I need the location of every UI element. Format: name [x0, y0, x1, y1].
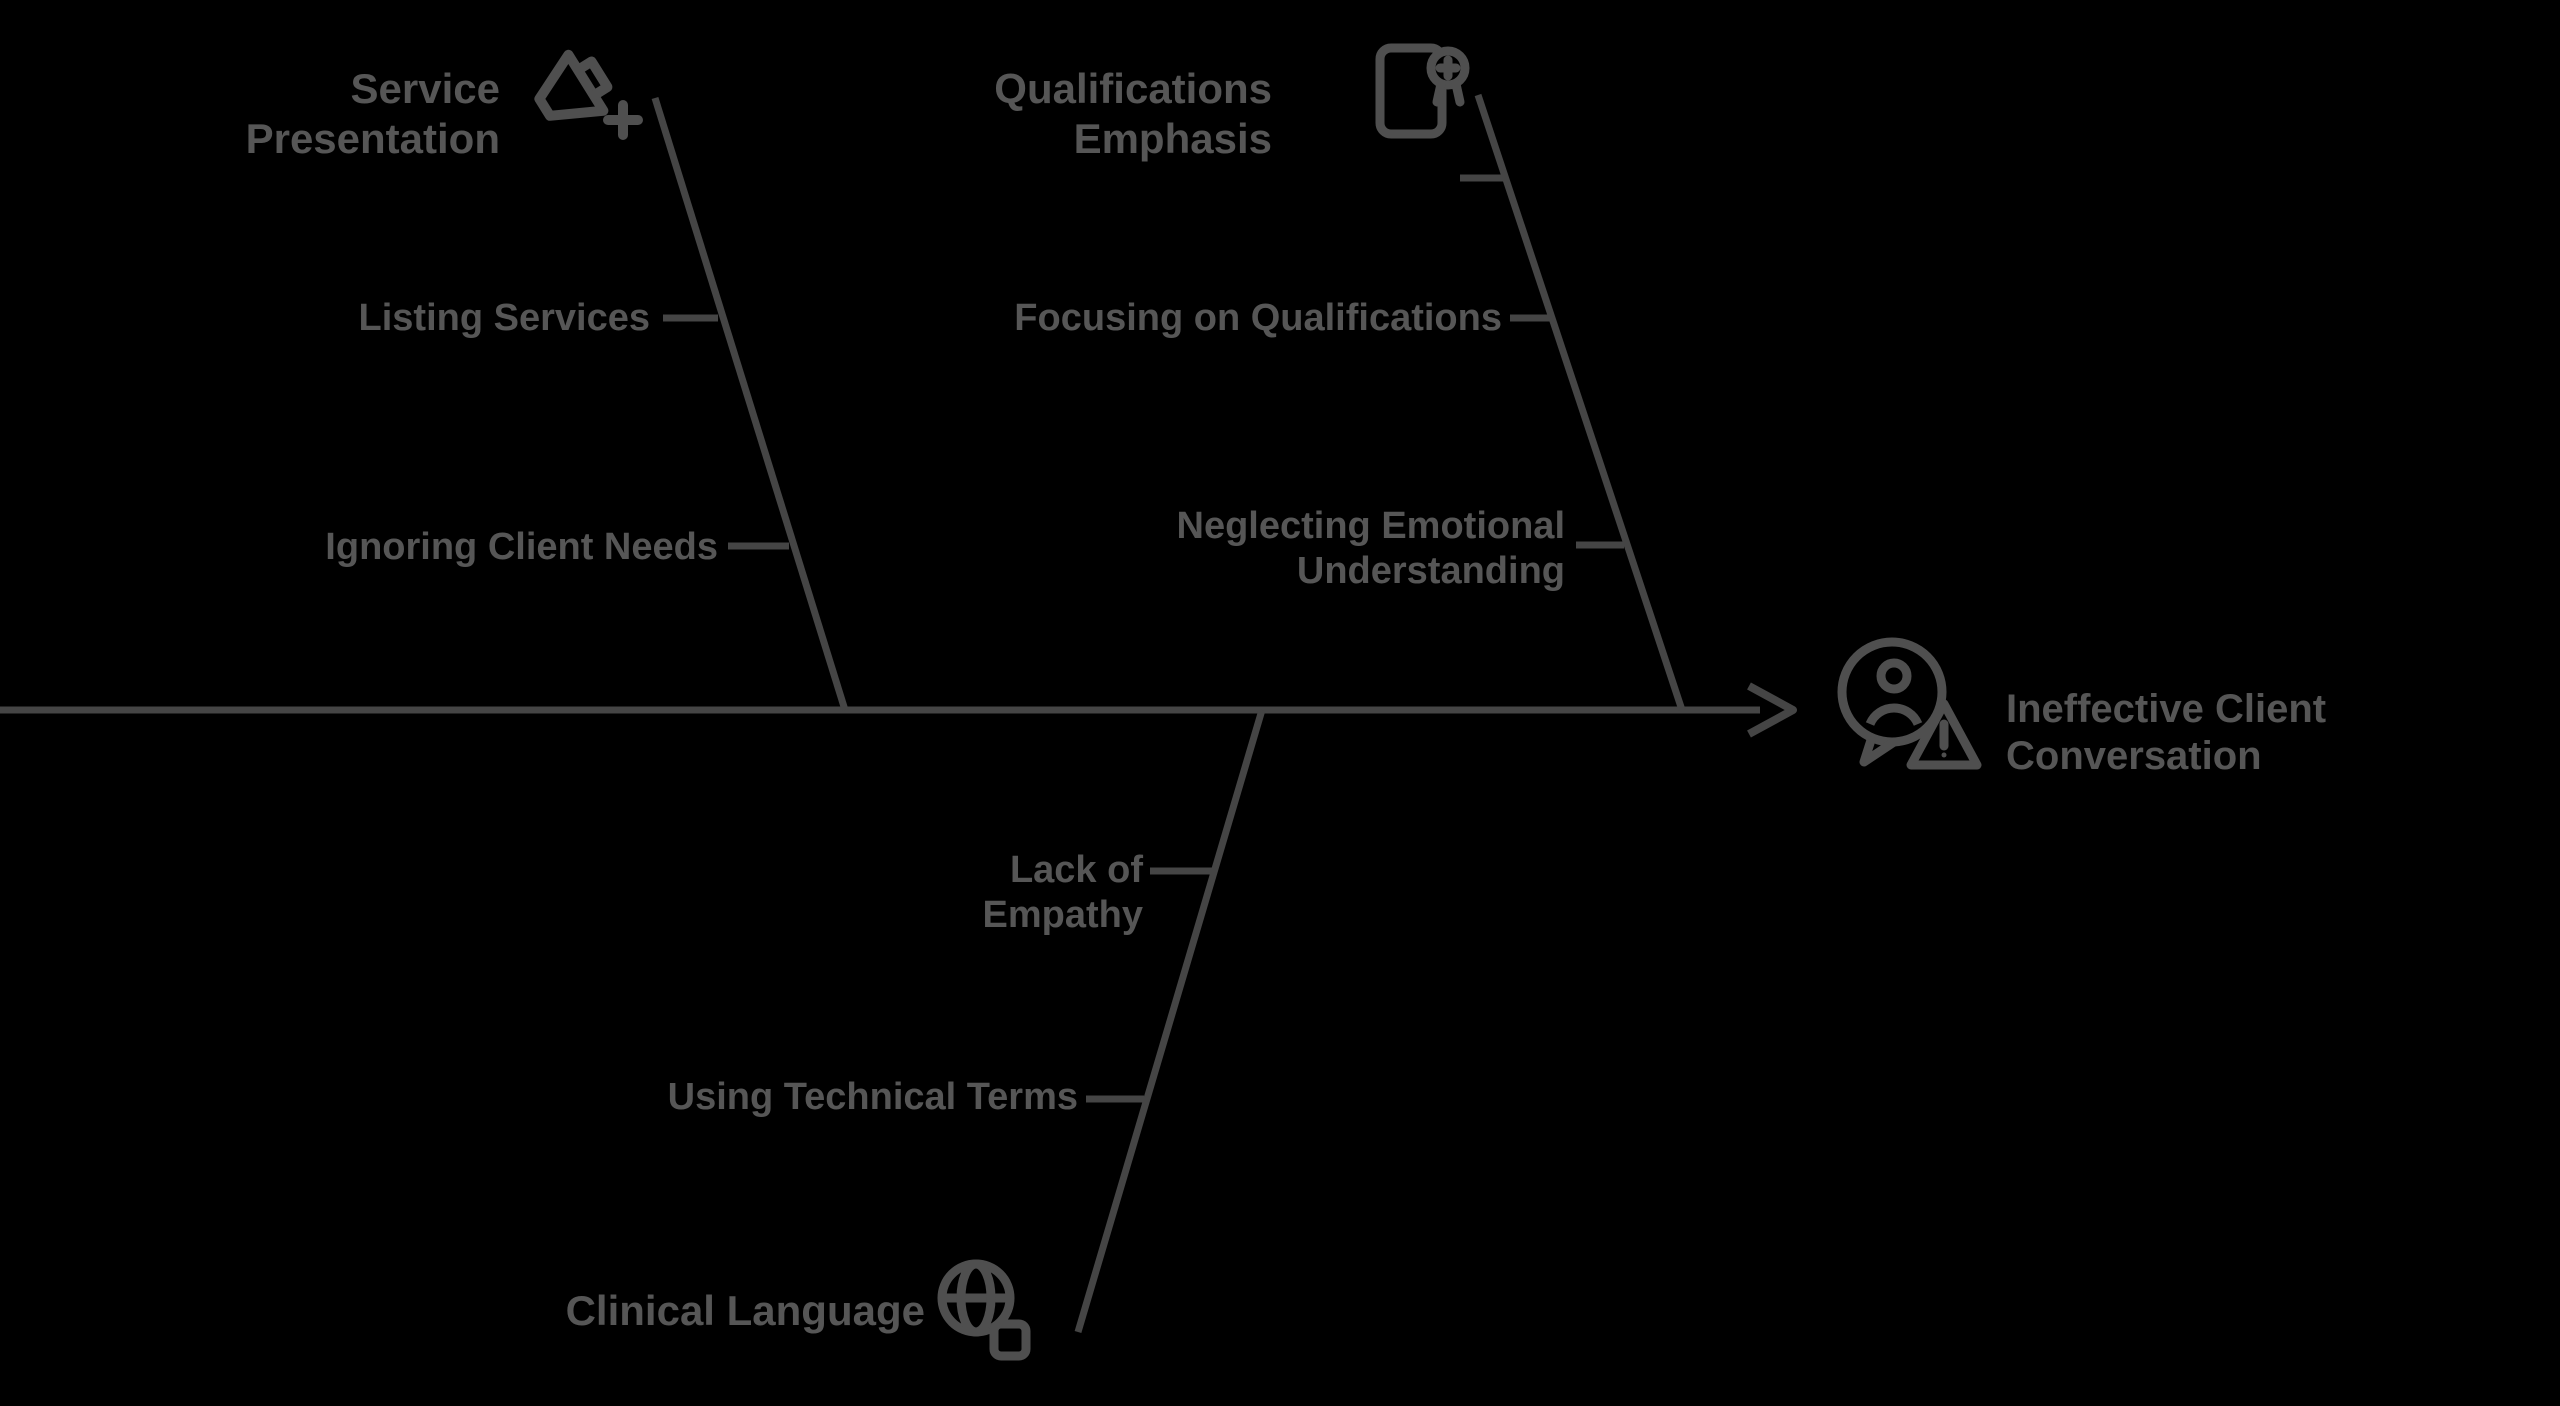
cause-label-using-technical-terms: Using Technical Terms	[667, 1076, 1078, 1118]
branch-bottom	[1074, 709, 1266, 1333]
category-label-qualifications-emphasis: Qualifications Emphasis	[994, 65, 1272, 162]
cause-label-lack-of-empathy: Lack of Empathy	[982, 849, 1143, 936]
cause-label-neglecting-emotional-understanding: Neglecting Emotional Understanding	[1176, 505, 1565, 592]
spine-arrowhead-icon	[1747, 682, 1797, 738]
category-label-clinical-language: Clinical Language	[565, 1287, 925, 1334]
effect-label-ineffective-client-conversation: Ineffective Client Conversation	[2006, 687, 2327, 779]
cause-label-listing-services: Listing Services	[358, 297, 650, 339]
branch-top-left	[651, 96, 849, 712]
branch-top-middle	[1474, 93, 1686, 712]
category-label-service-presentation: Service Presentation	[245, 65, 500, 162]
megaphone-icon	[512, 22, 657, 167]
certificate-badge-icon	[1368, 26, 1478, 156]
language-globe-icon	[928, 1252, 1048, 1372]
cause-label-ignoring-client-needs: Ignoring Client Needs	[325, 526, 718, 568]
cause-label-focusing-on-qualifications: Focusing on Qualifications	[1014, 297, 1502, 339]
person-speech-bubble-warning-icon	[1826, 630, 1991, 780]
